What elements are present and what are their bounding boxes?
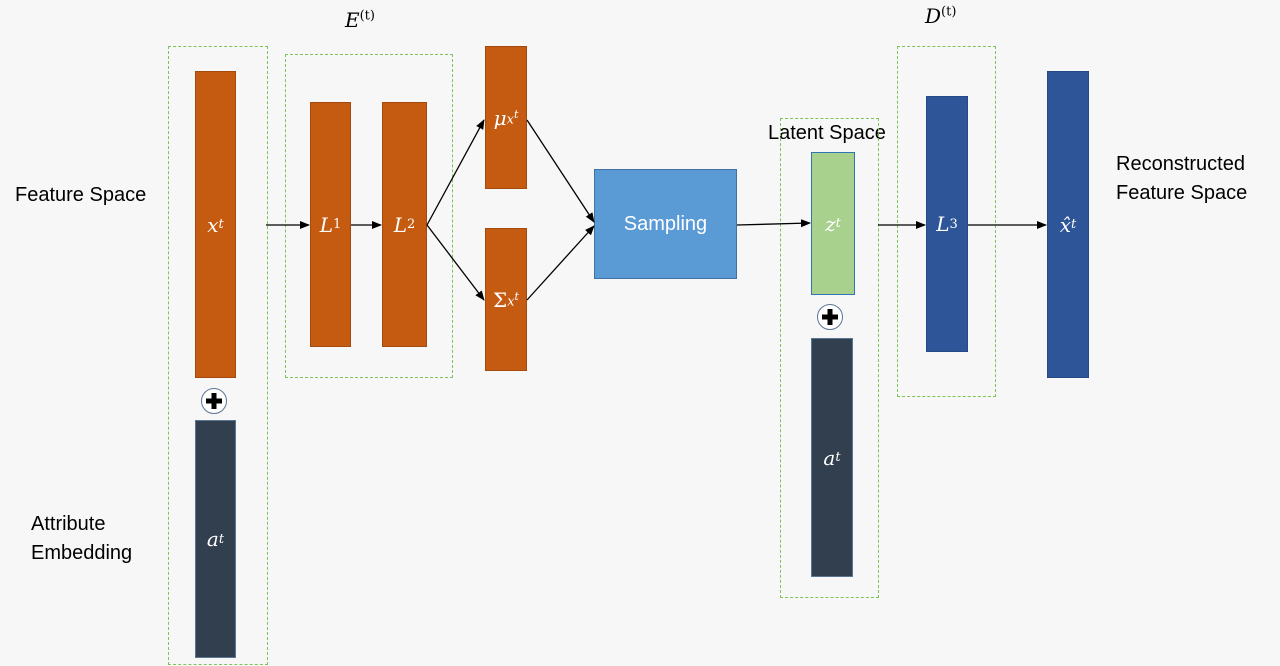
arrow-l2-to-mu (426, 119, 485, 226)
arrow-l2-to-sigma (426, 224, 485, 301)
encoder-label: E(t) (345, 8, 375, 32)
arrow-sigma-to-sampling (526, 225, 595, 301)
decoder-group-box (897, 46, 996, 397)
decoder-label: D(t) (925, 4, 957, 28)
input-group-box (168, 46, 268, 665)
output-reconstruction-block: x̂t (1047, 71, 1089, 378)
arrow-mu-to-sampling (526, 119, 595, 223)
latent-concat-plus-icon (817, 304, 843, 330)
latent-space-label: Latent Space (768, 122, 886, 144)
sampling-block: Sampling (594, 169, 737, 279)
latent-group-box (780, 118, 879, 598)
reconstructed-feature-space-label: Reconstructed Feature Space (1116, 153, 1248, 204)
attribute-embedding-label: Attribute Embedding (31, 513, 133, 564)
concat-plus-icon (201, 388, 227, 414)
encoder-group-box (285, 54, 453, 378)
feature-space-label: Feature Space (15, 184, 147, 206)
arrow-sampling-to-z (736, 219, 811, 228)
